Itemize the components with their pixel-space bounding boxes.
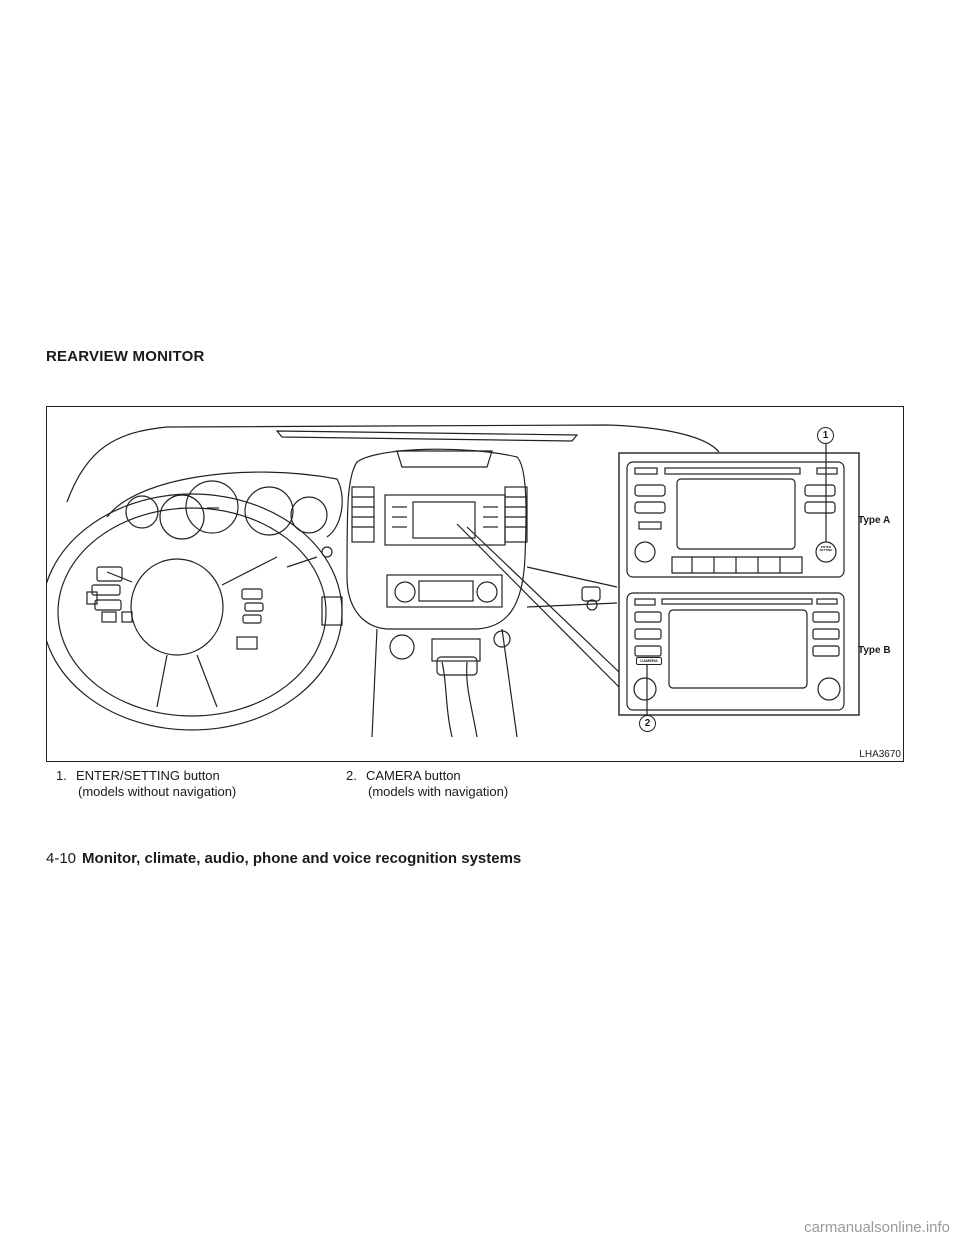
page-footer: 4-10 Monitor, climate, audio, phone and v… <box>46 850 521 867</box>
dashboard-illustration: 1 2 ENTER SETTING CAMERA Type A Type B L… <box>46 406 904 762</box>
callout-2: 2 <box>639 715 656 732</box>
enter-setting-button-label: ENTER SETTING <box>819 545 833 552</box>
camera-button-label: CAMERA <box>636 657 662 665</box>
caption-1-number: 1. <box>56 768 67 783</box>
caption-1-line1: ENTER/SETTING button <box>76 768 220 783</box>
type-b-label: Type B <box>858 645 891 656</box>
page-number: 4-10 <box>46 850 77 867</box>
caption-2-line1: CAMERA button <box>366 768 461 783</box>
caption-2: 2. CAMERA button (models with navigation) <box>346 768 508 800</box>
callout-1: 1 <box>817 427 834 444</box>
type-a-label: Type A <box>858 515 891 526</box>
figure-code: LHA3670 <box>859 749 901 760</box>
dashboard-line-drawing <box>47 424 860 738</box>
caption-1: 1. ENTER/SETTING button (models without n… <box>56 768 236 800</box>
caption-1-line2: (models without navigation) <box>78 784 237 799</box>
section-title: REARVIEW MONITOR <box>46 348 205 365</box>
caption-2-line2: (models with navigation) <box>368 784 509 799</box>
watermark: carmanualsonline.info <box>804 1219 950 1236</box>
footer-section-title: Monitor, climate, audio, phone and voice… <box>82 850 522 867</box>
caption-2-number: 2. <box>346 768 357 783</box>
